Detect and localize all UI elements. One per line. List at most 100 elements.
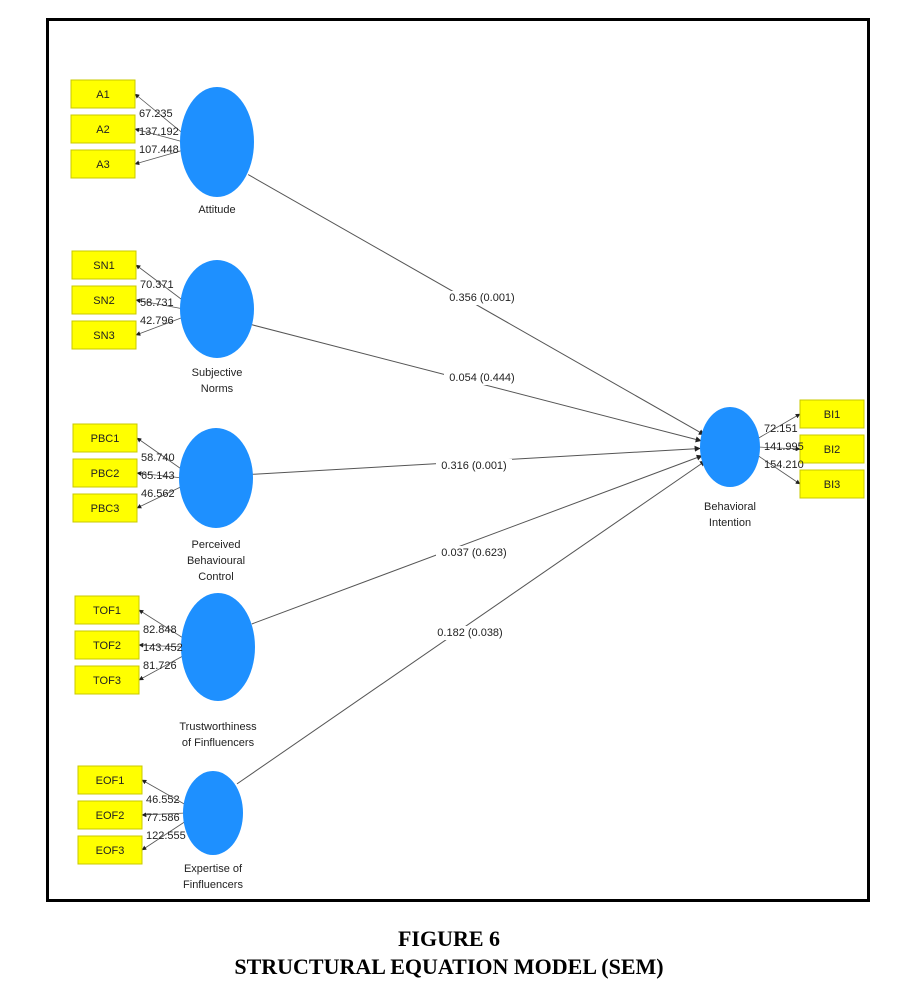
path-label-bg — [432, 626, 508, 640]
construct-label-line: Trustworthiness — [179, 721, 257, 733]
construct-label: Expertise of Finfluencers — [183, 863, 243, 891]
figure-title: STRUCTURAL EQUATION MODEL (SEM) — [234, 954, 664, 979]
indicator-box — [77, 800, 143, 830]
indicator-name: PBC3 — [91, 503, 120, 515]
loading-value: 58.731 — [140, 297, 174, 309]
path-perceived-behavioural-control: 0.316 (0.001) — [252, 445, 701, 475]
construct-label-line: Attitude — [198, 204, 235, 216]
loading-line — [136, 485, 183, 509]
construct-label-line: Perceived — [192, 539, 241, 551]
construct-label-line: Expertise of — [184, 863, 243, 875]
indicator-EOF3: EOF3 122.555 — [77, 830, 186, 865]
construct-label-line: Norms — [201, 383, 234, 395]
indicator-box — [74, 595, 140, 625]
indicator-box — [70, 114, 136, 144]
indicator-name: TOF2 — [93, 640, 121, 652]
indicator-box — [70, 79, 136, 109]
path-label-bg — [444, 371, 520, 385]
indicator-A3: A3 107.448 — [70, 144, 179, 179]
path-line — [236, 460, 707, 785]
construct-attitude: Attitude — [180, 87, 254, 216]
indicator-box — [77, 765, 143, 795]
loading-value: 77.586 — [146, 812, 180, 824]
indicator-name: EOF3 — [96, 845, 125, 857]
indicator-box — [70, 149, 136, 179]
path-coefficient-label: 0.356 (0.001) — [449, 292, 514, 304]
path-line — [251, 454, 703, 625]
indicator-name: A3 — [96, 159, 109, 171]
loading-value: 67.235 — [139, 108, 173, 120]
loading-value: 137.192 — [139, 126, 179, 138]
loading-value: 82.848 — [143, 624, 177, 636]
indicator-box — [77, 835, 143, 865]
loading-value: 58.740 — [141, 452, 175, 464]
indicator-name: BI2 — [824, 444, 841, 456]
path-label-bg — [436, 546, 512, 560]
indicator-box — [72, 423, 138, 453]
construct-circle — [181, 593, 255, 701]
loading-value: 122.555 — [146, 830, 186, 842]
structural-paths: 0.356 (0.001) 0.054 (0.444) 0.316 (0.001) 0… — [236, 174, 707, 785]
loading-value: 46.552 — [146, 794, 180, 806]
indicator-box — [799, 469, 865, 499]
loading-line — [135, 264, 184, 302]
indicator-name: A2 — [96, 124, 109, 136]
indicator-PBC1: PBC1 58.740 — [72, 423, 175, 464]
construct-label-line: Control — [198, 571, 233, 583]
indicator-box — [71, 250, 137, 280]
indicator-TOF1: TOF1 82.848 — [74, 595, 177, 636]
construct-expertise-of-finfluencers: Expertise of Finfluencers — [183, 771, 243, 891]
indicator-name: PBC1 — [91, 433, 120, 445]
indicator-box — [71, 320, 137, 350]
path-coefficient-label: 0.182 (0.038) — [437, 627, 502, 639]
path-subjective-norms: 0.054 (0.444) — [251, 324, 702, 443]
loading-line — [138, 642, 185, 648]
construct-label-line: Finfluencers — [183, 879, 243, 891]
loading-line — [756, 446, 801, 452]
loading-line — [756, 454, 801, 485]
loading-line — [135, 298, 184, 310]
loading-value: 65.143 — [141, 470, 175, 482]
indicator-name: TOF1 — [93, 605, 121, 617]
indicator-box — [799, 434, 865, 464]
path-label-bg — [444, 291, 520, 305]
construct-label-line: Subjective — [192, 367, 243, 379]
construct-label-line: Behavioural — [187, 555, 245, 567]
path-coefficient-label: 0.316 (0.001) — [441, 460, 506, 472]
path-coefficient-label: 0.037 (0.623) — [441, 547, 506, 559]
indicator-name: SN3 — [93, 330, 114, 342]
path-attitude: 0.356 (0.001) — [247, 174, 705, 436]
loading-line — [141, 820, 187, 851]
loading-value: 154.210 — [764, 459, 804, 471]
loading-line — [136, 437, 183, 471]
loading-value: 141.995 — [764, 441, 804, 453]
figure-number: FIGURE 6 — [397, 926, 501, 951]
indicator-name: BI3 — [824, 479, 841, 491]
indicator-name: BI1 — [824, 409, 841, 421]
indicator-links — [134, 93, 801, 851]
loading-line — [134, 149, 184, 166]
loading-value: 70.371 — [140, 279, 174, 291]
construct-circle — [700, 407, 760, 487]
indicator-name: A1 — [96, 89, 109, 101]
indicator-BI3: BI3 154.210 — [764, 459, 865, 499]
indicator-box — [74, 665, 140, 695]
loading-line — [136, 471, 183, 479]
loading-line — [756, 413, 801, 440]
loading-value: 107.448 — [139, 144, 179, 156]
